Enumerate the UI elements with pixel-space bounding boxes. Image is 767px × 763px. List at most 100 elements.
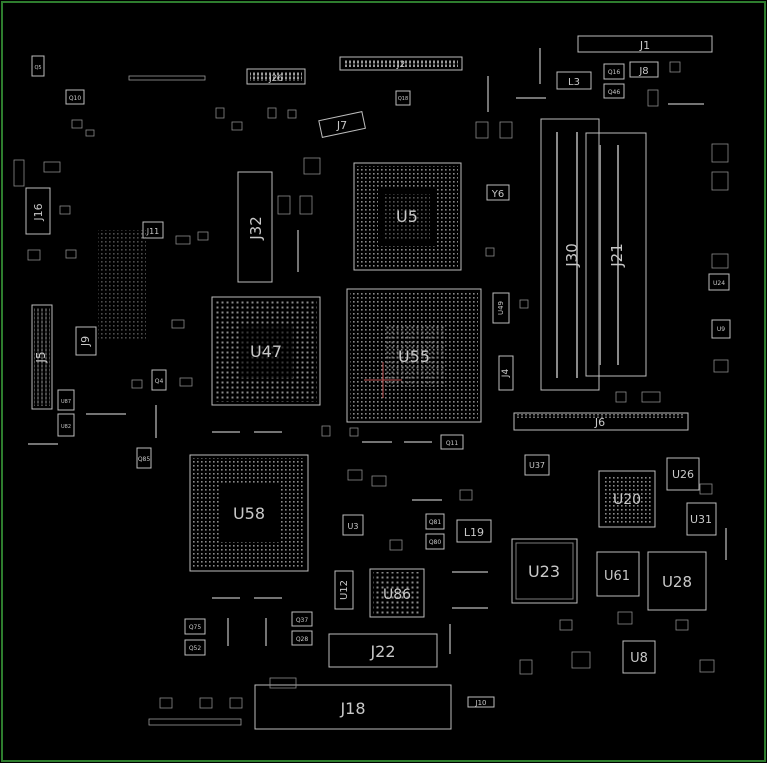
transistor-q28[interactable]: Q28 (291, 630, 313, 646)
passive-strips (28, 48, 727, 654)
chip-u87[interactable]: U87 (57, 389, 75, 411)
chip-u8[interactable]: U8 (622, 640, 656, 674)
transistor-q11[interactable]: Q11 (440, 434, 464, 450)
connector-j21[interactable]: J21 (585, 132, 647, 377)
transistor-q16[interactable]: Q16 (603, 63, 625, 80)
transistor-q46[interactable]: Q46 (603, 83, 625, 99)
chip-u31[interactable]: U31 (686, 502, 717, 536)
chip-u47[interactable]: U47 (211, 296, 321, 406)
connector-j2[interactable]: J2 (339, 56, 463, 71)
connector-j6[interactable]: J6 (513, 412, 689, 431)
label-j1: J1 (639, 39, 650, 52)
transistor-q4[interactable]: Q4 (151, 369, 167, 391)
connector-j10[interactable]: J10 (467, 696, 495, 708)
label-j18: J18 (339, 699, 365, 718)
chip-u5[interactable]: U5 (353, 162, 462, 271)
label-j16: J16 (32, 203, 45, 221)
label-q28: Q28 (296, 636, 309, 643)
label-u87: U87 (61, 399, 71, 405)
label-q5: Q5 (34, 65, 41, 71)
label-u82: U82 (61, 424, 71, 430)
connector-strip-top-left (128, 75, 206, 81)
chip-u28[interactable]: U28 (647, 551, 707, 611)
chip-u86[interactable]: U86 (369, 568, 425, 618)
label-q52: Q52 (189, 645, 202, 652)
label-u28: U28 (662, 573, 692, 591)
label-j7: J7 (336, 119, 347, 132)
inductor-l3[interactable]: L3 (556, 71, 592, 90)
label-j21: J21 (608, 243, 626, 268)
transistor-q10[interactable]: Q10 (65, 89, 85, 105)
label-j5: J5 (34, 351, 48, 363)
chip-u20[interactable]: U20 (598, 470, 656, 528)
chip-u26[interactable]: U26 (666, 457, 700, 491)
transistor-q75[interactable]: Q75 (184, 618, 206, 635)
label-q85: Q85 (138, 456, 151, 463)
label-u8: U8 (630, 651, 648, 666)
label-u5: U5 (396, 207, 418, 226)
label-u9: U9 (717, 326, 725, 333)
connector-j16[interactable]: J16 (25, 187, 51, 235)
crystal-y6[interactable]: Y6 (486, 184, 510, 201)
label-u37: U37 (529, 461, 545, 470)
label-q80: Q80 (429, 539, 442, 546)
transistor-q85[interactable]: Q85 (136, 447, 152, 469)
chip-u12[interactable]: U12 (334, 570, 354, 610)
transistor-q80[interactable]: Q80 (425, 533, 445, 550)
connector-j32[interactable]: J32 (237, 171, 273, 283)
label-q46: Q46 (608, 89, 621, 96)
label-l19: L19 (464, 526, 484, 539)
chip-u37[interactable]: U37 (524, 454, 550, 476)
label-u47: U47 (250, 342, 282, 361)
label-u49: U49 (497, 301, 505, 315)
label-j4: J4 (501, 369, 511, 379)
transistor-q18[interactable]: Q18 (395, 90, 411, 106)
chip-u49[interactable]: U49 (492, 292, 510, 324)
label-q37: Q37 (296, 617, 309, 624)
chip-u58[interactable]: U58 (189, 454, 309, 572)
label-u58: U58 (233, 504, 265, 523)
label-u61: U61 (604, 569, 630, 584)
chip-u82[interactable]: U82 (57, 413, 75, 437)
label-q10: Q10 (69, 95, 82, 102)
connector-j18[interactable]: J18 (254, 684, 452, 730)
label-u31: U31 (690, 513, 712, 526)
chip-u9[interactable]: U9 (711, 319, 731, 339)
connector-j1[interactable]: J1 (577, 35, 713, 53)
label-y6: Y6 (491, 189, 504, 200)
connector-j26[interactable]: J26 (246, 68, 306, 85)
label-j11: J11 (146, 227, 160, 236)
chip-u23[interactable]: U23 (511, 538, 578, 604)
label-q4: Q4 (155, 378, 164, 385)
label-u55: U55 (398, 347, 430, 366)
label-j32: J32 (247, 216, 265, 241)
chip-u24[interactable]: U24 (708, 273, 730, 291)
label-j10: J10 (475, 699, 487, 707)
chip-u3[interactable]: U3 (342, 514, 364, 536)
label-q75: Q75 (189, 624, 202, 631)
chip-u61[interactable]: U61 (596, 551, 640, 597)
transistor-q37[interactable]: Q37 (291, 611, 313, 627)
label-j8: J8 (638, 66, 648, 77)
label-j22: J22 (369, 642, 395, 661)
label-j2: J2 (396, 60, 405, 70)
connector-j22[interactable]: J22 (328, 633, 438, 668)
label-u24: U24 (713, 280, 725, 287)
label-q81: Q81 (429, 519, 442, 526)
transistor-q81[interactable]: Q81 (425, 513, 445, 530)
connector-j9[interactable]: J9 (75, 326, 97, 356)
label-j30: J30 (563, 243, 581, 268)
connector-j7[interactable]: J7 (318, 111, 366, 138)
connector-strip-bottom-left (148, 718, 242, 726)
transistor-q5[interactable]: Q5 (31, 55, 45, 77)
label-u3: U3 (348, 522, 359, 531)
crosshair-marker (364, 362, 402, 398)
label-u86: U86 (383, 587, 411, 603)
connector-j5[interactable]: J5 (31, 304, 53, 410)
inductor-l19[interactable]: L19 (456, 519, 492, 543)
chip-u55[interactable]: U55 (346, 288, 482, 423)
transistor-q52[interactable]: Q52 (184, 639, 206, 656)
connector-j4[interactable]: J4 (498, 355, 514, 391)
label-j26: J26 (268, 74, 283, 84)
connector-j8[interactable]: J8 (629, 61, 659, 78)
